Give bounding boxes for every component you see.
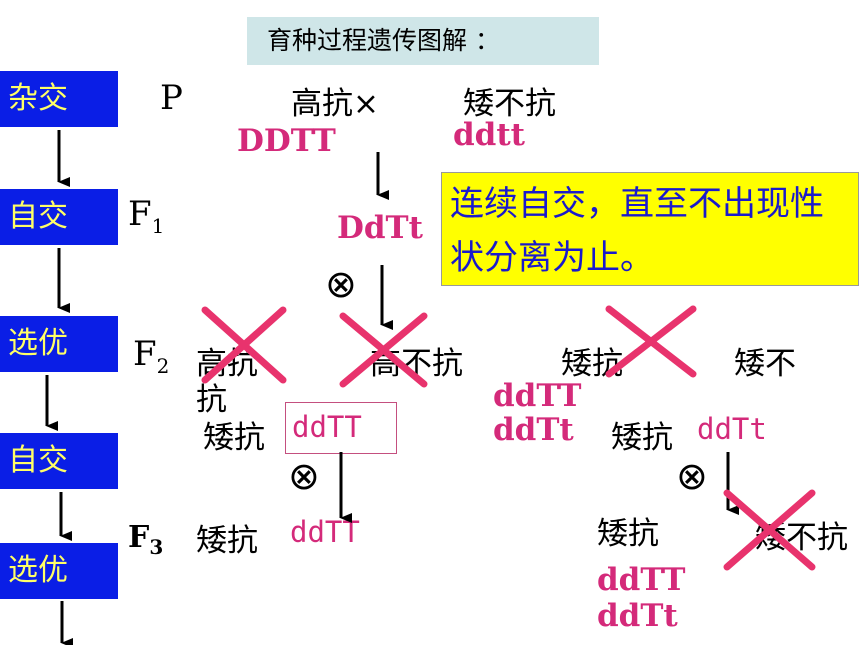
parent-dwarf-genotype: ddtt [453,117,525,153]
f3-right-label: 矮抗 [597,516,659,552]
f2-tall-resistant-wrap: 抗 [196,382,227,418]
f1-genotype: DdTt [337,210,423,246]
cross-out-tall-susceptible [339,312,428,388]
generation-f3: F3 [128,520,164,559]
cross-symbol: × [353,86,379,122]
cross-out-dwarf-susceptible-f3 [723,489,816,571]
self-cross-symbol-right: ⊗ [676,454,708,498]
f3-left-label: 矮抗 [196,523,258,559]
generation-p: P [160,78,183,118]
f2-dwarf-resistant-genotype-1: ddTT [493,378,582,414]
note-box: 连续自交，直至不出现性状分离为止。 [441,172,859,286]
diagram-title: 育种过程遗传图解 ： [247,17,599,65]
f2-dwarf-resistant: 矮抗 [561,346,623,382]
step-select-1: 选优 [0,316,118,372]
f3-right-genotype-2: ddTt [597,598,678,634]
generation-f2: F2 [133,334,170,378]
f3-right-genotype-1: ddTT [597,562,686,598]
selected-right-label: 矮抗 [611,420,673,456]
self-cross-symbol-left: ⊗ [288,454,320,498]
f2-dwarf-susceptible: 矮不 [734,346,796,382]
selected-left-genotype: ddTT [292,410,362,444]
cross-out-dwarf-susceptible-f2 [605,305,697,378]
f2-dwarf-resistant-genotype-2: ddTt [493,412,574,448]
step-self-1: 自交 [0,189,118,245]
selected-right-genotype: ddTt [697,412,767,446]
generation-f1: F1 [128,194,165,238]
step-select-2: 选优 [0,543,118,599]
step-self-2: 自交 [0,433,118,489]
self-cross-symbol-f1: ⊗ [325,262,357,306]
step-cross: 杂交 [0,71,118,127]
selected-left-label: 矮抗 [203,420,265,456]
parent-dwarf-susceptible: 矮不抗 [463,86,556,122]
parent-tall-genotype: DDTT [237,123,336,159]
cross-out-tall-resistant [201,306,287,384]
parent-tall-resistant: 高抗× [291,86,379,122]
